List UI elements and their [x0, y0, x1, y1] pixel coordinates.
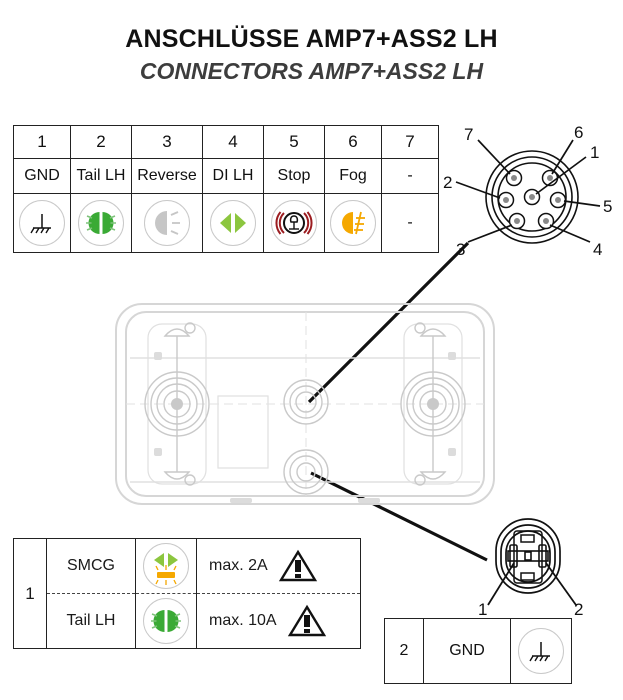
page-title-en: CONNECTORS AMP7+ASS2 LH	[139, 58, 484, 84]
load-icon-cell-smcg	[135, 538, 197, 594]
pin-name-1: GND	[13, 158, 71, 194]
pin-icon-cell-5	[263, 193, 325, 253]
load-rating-smcg: max. 2A	[209, 557, 268, 574]
pin-icon-cell-3	[131, 193, 203, 253]
pin-number-7: 7	[381, 125, 439, 159]
stop-lamp-icon	[271, 200, 317, 246]
lamp-housing-drawing	[115, 303, 495, 505]
load-rating-cell-smcg: max. 2A	[196, 538, 361, 594]
pin-icon-cell-7: -	[381, 193, 439, 253]
connector7-label-7: 7	[464, 125, 473, 144]
pin-icon-cell-4	[202, 193, 264, 253]
direction-indicator-icon	[210, 200, 256, 246]
pin-name-6: Fog	[324, 158, 382, 194]
table-row-tail-lh: Tail LH max. 10A	[14, 593, 361, 649]
ground-icon	[19, 200, 65, 246]
connector2-label-1: 1	[478, 600, 487, 615]
load-rating-cell-tail: max. 10A	[196, 593, 361, 649]
connector7-label-5: 5	[603, 197, 612, 216]
reverse-lamp-icon	[144, 200, 190, 246]
load-icon-cell-tail	[135, 593, 197, 649]
pin-number-3: 3	[131, 125, 203, 159]
connector7-label-4: 4	[593, 240, 602, 259]
load-group-index: 1	[13, 538, 47, 649]
connector-7pin-diagram: 7 6 1 2 5 3 4	[443, 123, 612, 259]
pin-number-6: 6	[324, 125, 382, 159]
gnd-index: 2	[384, 618, 424, 684]
connector7-label-6: 6	[574, 123, 583, 142]
pin-assignment-table: 1 2 3 4 5 6 7 GND Tail LH Reverse DI LH …	[13, 125, 439, 253]
table-row-gnd: 2 GND	[384, 618, 572, 684]
pin-name-5: Stop	[263, 158, 325, 194]
load-name-smcg: SMCG	[46, 538, 136, 594]
tail-lamp-icon	[143, 598, 189, 644]
warning-icon	[278, 549, 318, 583]
ground-icon	[518, 628, 564, 674]
pin-number-2: 2	[70, 125, 132, 159]
connector7-label-1: 1	[590, 143, 599, 162]
table-row-pin-names: GND Tail LH Reverse DI LH Stop Fog -	[13, 158, 439, 194]
page-title-de: ANSCHLÜSSE AMP7+ASS2 LH	[125, 25, 498, 53]
connector7-label-3: 3	[456, 240, 465, 259]
pin-icon-cell-2	[70, 193, 132, 253]
fog-lamp-icon	[330, 200, 376, 246]
connector2-label-2: 2	[574, 600, 583, 615]
ground-pin-table: 2 GND	[384, 618, 572, 684]
table-row-smcg: 1 SMCG max. 2A	[13, 538, 361, 649]
gnd-icon-cell	[510, 618, 572, 684]
load-rating-table: 1 SMCG max. 2A	[13, 538, 361, 649]
tail-lamp-icon	[78, 200, 124, 246]
load-rating-tail: max. 10A	[209, 612, 277, 629]
pin-number-1: 1	[13, 125, 71, 159]
pin-name-4: DI LH	[202, 158, 264, 194]
connector7-label-2: 2	[443, 173, 452, 192]
gnd-name: GND	[423, 618, 511, 684]
pin-icon-cell-6	[324, 193, 382, 253]
table-row-pin-numbers: 1 2 3 4 5 6 7	[13, 125, 439, 159]
table-row-pin-icons: -	[13, 193, 439, 253]
pin-number-5: 5	[263, 125, 325, 159]
warning-icon	[287, 604, 327, 638]
pin-name-7: -	[381, 158, 439, 194]
pin-number-4: 4	[202, 125, 264, 159]
load-name-tail: Tail LH	[46, 593, 136, 649]
connector-2pin-diagram: 1 2	[478, 518, 583, 615]
pin-name-2: Tail LH	[70, 158, 132, 194]
smcg-icon	[143, 543, 189, 589]
pin-icon-cell-1	[13, 193, 71, 253]
pin-name-3: Reverse	[131, 158, 203, 194]
